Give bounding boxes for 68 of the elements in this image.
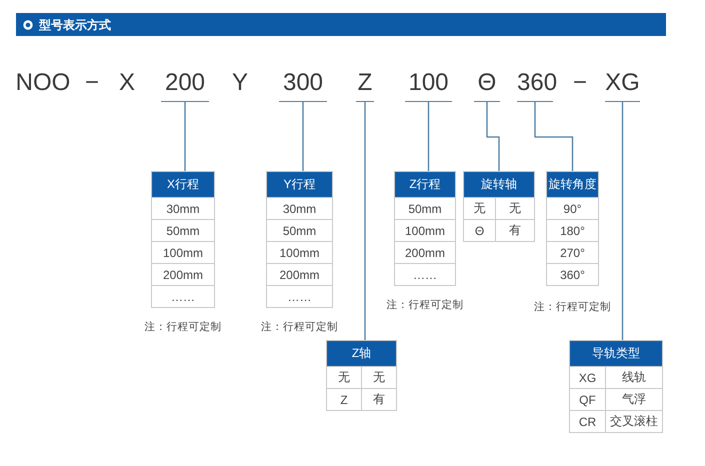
underlined-code-segment: 200 [161,68,209,102]
table-header: X行程 [152,172,214,197]
table-header: Z轴 [327,341,396,366]
table-cell: 交叉滚柱 [606,411,662,432]
table-cell: …… [395,264,455,285]
table-cell: 200mm [395,242,455,263]
table-cell: 90° [547,198,598,219]
connector-line [486,102,500,171]
table-cell: 无 [362,367,396,388]
model-code-text: NOO [14,68,72,98]
footnote-text: 注：行程可定制 [144,320,222,334]
table-cell: 100mm [152,242,214,263]
table-cell: 100mm [395,220,455,241]
connector-line [428,102,430,171]
model-code-text: X [118,68,136,98]
table-cell: 270° [547,242,598,263]
table-header: Y行程 [267,172,332,197]
spec-table [266,171,333,308]
connector-line [302,102,304,171]
underlined-code-segment: Z [356,68,374,102]
spec-table [151,171,215,308]
spec-table [569,340,663,433]
footnote-text: 注：行程可定制 [534,300,611,314]
underlined-code-segment: Θ [474,68,500,102]
table-cell: 线轨 [606,367,662,388]
connector-line [622,102,624,340]
table-cell: 气浮 [606,389,662,410]
table-cell: 180° [547,220,598,241]
table-cell: 200mm [152,264,214,285]
connector-line [364,102,366,340]
table-cell: QF [570,389,605,410]
model-code-text: Y [230,68,249,98]
table-cell: …… [152,286,214,307]
table-cell: Θ [464,220,495,241]
table-cell: 200mm [267,264,332,285]
table-cell: 50mm [267,220,332,241]
table-cell: 有 [496,220,534,241]
spec-table [326,340,397,411]
spec-table [546,171,599,286]
table-cell: 100mm [267,242,332,263]
table-cell: 50mm [152,220,214,241]
underlined-code-segment: 300 [279,68,327,102]
table-cell: 无 [496,198,534,219]
table-cell: 30mm [152,198,214,219]
table-cell: Z [327,389,361,410]
dash-symbol: − [84,68,100,98]
underlined-code-segment: XG [605,68,640,102]
section-title: 型号表示方式 [39,17,111,34]
table-cell: 无 [327,367,361,388]
table-cell: 50mm [395,198,455,219]
footnote-text: 注：行程可定制 [386,298,464,312]
table-cell: …… [267,286,332,307]
connector-line [184,102,186,171]
footnote-text: 注：行程可定制 [261,320,338,334]
table-cell: XG [570,367,605,388]
table-header: 导轨类型 [570,341,662,366]
table-header: Z行程 [395,172,455,197]
table-cell: 有 [362,389,396,410]
table-cell: CR [570,411,605,432]
table-cell: 30mm [267,198,332,219]
table-cell: 360° [547,264,598,285]
table-header: 旋转角度 [547,172,598,197]
underlined-code-segment: 100 [405,68,452,102]
spec-table [463,171,535,242]
table-header: 旋转轴 [464,172,534,197]
table-cell: 无 [464,198,495,219]
connector-line [534,102,574,171]
spec-table [394,171,456,286]
